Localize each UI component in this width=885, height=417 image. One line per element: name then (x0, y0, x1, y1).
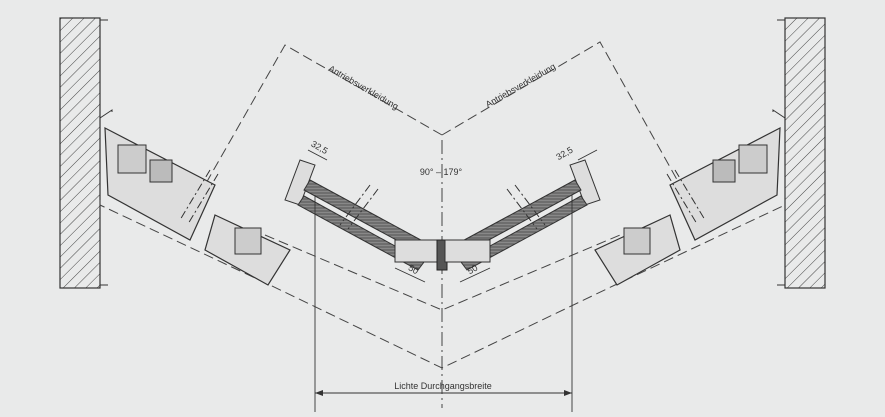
right-door-section (444, 109, 786, 286)
wall-left (59, 17, 101, 289)
dimension-lines (307, 149, 598, 412)
cover-label-right: Antriebsverkleidung (484, 61, 557, 109)
dim-label-32-5-right: 32,5 (554, 145, 574, 162)
dim-label-50-left: 50 (407, 263, 421, 277)
left-door-section (99, 109, 441, 286)
clear-width-label: Lichte Durchgangsbreite (394, 381, 492, 391)
wall-right (784, 17, 826, 289)
cover-label-left: Antriebsverkleidung (327, 63, 400, 111)
drive-cover-outline (99, 41, 786, 369)
dim-label-50-right: 50 (466, 263, 480, 277)
angle-range-label: 90° – 179° (420, 167, 463, 177)
dim-label-32-5-left: 32,5 (309, 139, 329, 156)
